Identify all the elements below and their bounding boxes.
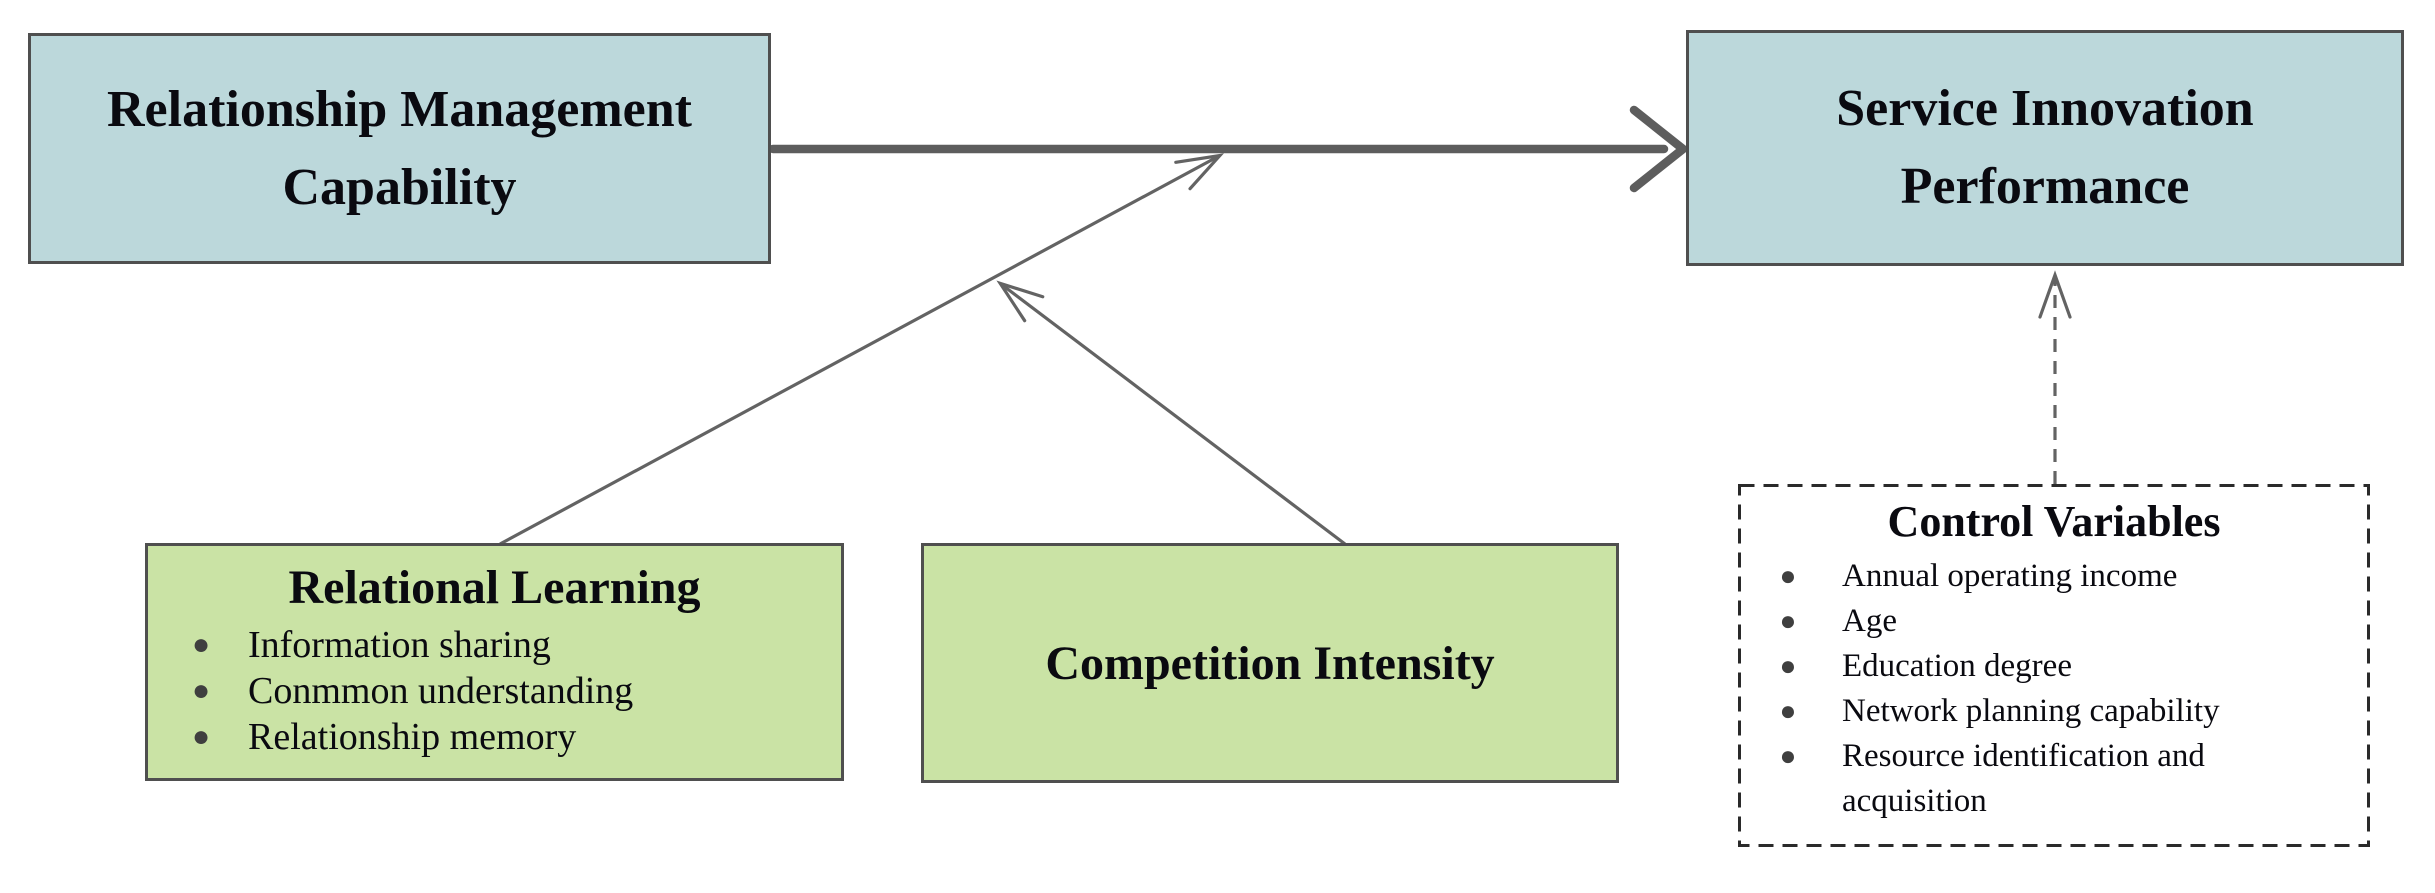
control-variables-list: ● Annual operating income ● Age ● Educat…	[1738, 554, 2370, 824]
list-item-label: Conmmon understanding	[248, 670, 634, 712]
competition-intensity-moderation-arrow	[996, 280, 1346, 546]
list-item: ● Information sharing	[148, 622, 841, 668]
control-variables-box: Control Variables ● Annual operating inc…	[1738, 484, 2370, 847]
sip-label-line1: Service Innovation	[1836, 80, 2254, 137]
bullet-icon: ●	[191, 674, 211, 707]
bullet-icon: ●	[1779, 606, 1797, 637]
relational-learning-box: Relational Learning ● Information sharin…	[145, 543, 844, 781]
bullet-icon: ●	[1779, 651, 1797, 682]
control-variables-title: Control Variables	[1887, 497, 2221, 546]
list-item: ● Education degree	[1738, 644, 2370, 689]
relational-learning-moderation-arrow	[499, 153, 1225, 546]
competition-intensity-title: Competition Intensity	[1045, 636, 1495, 690]
main-effect-arrow	[768, 105, 1688, 193]
relationship-management-capability-box: Relationship Management Capability	[28, 33, 771, 264]
bullet-icon: ●	[1779, 561, 1797, 592]
bullet-icon: ●	[191, 628, 211, 661]
list-item: ● Relationship memory	[148, 714, 841, 760]
competition-intensity-box: Competition Intensity	[921, 543, 1619, 783]
list-item-label: Network planning capability	[1842, 693, 2220, 729]
list-item: ● Annual operating income	[1738, 554, 2370, 599]
bullet-icon: ●	[1779, 741, 1797, 772]
list-item-label: Relationship memory	[248, 716, 577, 758]
rmc-label-line2: Capability	[282, 158, 517, 216]
dashed-border	[1738, 484, 2370, 847]
list-item: ● Conmmon understanding	[148, 668, 841, 714]
relational-learning-list: ● Information sharing ● Conmmon understa…	[148, 622, 841, 760]
list-item: ● Resource identification and acquisitio…	[1738, 734, 2370, 824]
list-item-label: Information sharing	[248, 624, 551, 666]
list-item: ● Network planning capability	[1738, 689, 2370, 734]
bullet-icon: ●	[191, 720, 211, 753]
list-item-label: Education degree	[1842, 648, 2072, 684]
rmc-label-line1: Relationship Management	[107, 80, 692, 138]
list-item-label: Annual operating income	[1842, 558, 2178, 594]
sip-label-line2: Performance	[1900, 158, 2190, 215]
service-innovation-performance-box: Service Innovation Performance	[1686, 30, 2404, 266]
bullet-icon: ●	[1779, 696, 1797, 727]
list-item-label: Age	[1842, 603, 1897, 639]
list-item: ● Age	[1738, 599, 2370, 644]
main-arrowhead-icon	[1629, 105, 1688, 193]
relational-learning-title: Relational Learning	[288, 561, 701, 614]
list-item-label: Resource identification and acquisition	[1842, 738, 2205, 819]
